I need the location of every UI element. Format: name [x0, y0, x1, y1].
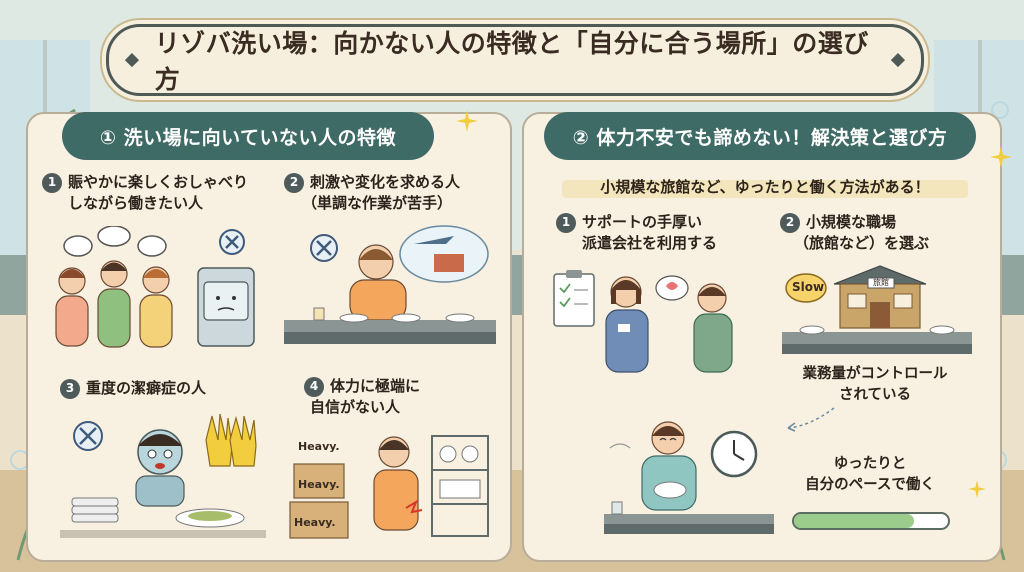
right-lead-text: 小規模な旅館など、ゆったりと働く方法がある！ [600, 178, 930, 196]
pace-note: ゆったりと 自分のペースで働く [790, 454, 950, 496]
page-title: リゾバ洗い場：向かない人の特徴と「自分に合う場所」の選び方 [154, 29, 869, 94]
workload-note-line1: 業務量がコントロール [802, 366, 948, 382]
right-item-2: 2 小規模な職場 （旅館など）を選ぶ [780, 212, 929, 254]
speech-bubble-icon [63, 226, 167, 257]
item-number: 3 [60, 378, 80, 399]
box-label: Heavy. [298, 440, 340, 453]
slow-sign-icon [785, 273, 827, 303]
heavy-boxes-illustration [289, 435, 489, 539]
left-item-4-title2: 自信がない人 [310, 398, 401, 416]
ryokan-sign-label: 旅館 [873, 278, 889, 287]
item-number: 1 [42, 172, 62, 193]
dashed-arrow-icon [787, 407, 835, 432]
right-item-2-title2: （旅館など）を選ぶ [794, 234, 930, 252]
diamond-ornament-icon [891, 53, 906, 67]
rubber-gloves-icon [205, 413, 257, 467]
left-item-1-title2: しながら働きたい人 [68, 194, 204, 212]
item-number: 2 [284, 172, 304, 193]
slow-sign-label: Slow [791, 280, 825, 294]
left-item-4-title: 体力に極端に [330, 377, 421, 395]
right-item-1: 1 サポートの手厚い 派遣会社を利用する [556, 212, 717, 254]
relaxed-worker-illustration [604, 421, 774, 534]
left-item-1-title: 賑やかに楽しくおしゃべり [68, 173, 249, 191]
chatting-people-illustration [55, 226, 255, 348]
left-item-3-title: 重度の潔癖症の人 [86, 379, 207, 397]
left-item-3: 3 重度の潔癖症の人 [60, 378, 206, 399]
heart-hand-icon [655, 275, 689, 301]
sparkle-icon [990, 146, 1012, 168]
small-ryokan-illustration [782, 265, 972, 354]
right-item-2-title: 小規模な職場 [806, 213, 897, 231]
right-item-1-title: サポートの手厚い [582, 213, 703, 231]
left-item-2: 2 刺激や変化を求める人 （単調な作業が苦手） [284, 172, 460, 214]
staffing-support-illustration [553, 270, 733, 373]
x-mark-icon [219, 229, 245, 255]
box-label: Heavy. [294, 516, 336, 529]
left-item-4: 4 体力に極端に 自信がない人 [304, 376, 420, 418]
checklist-clipboard-icon [553, 270, 595, 327]
box-label: Heavy. [298, 478, 340, 491]
x-mark-icon [73, 421, 103, 451]
left-item-1: 1 賑やかに楽しくおしゃべり しながら働きたい人 [42, 172, 248, 214]
left-item-2-title2: （単調な作業が苦手） [302, 194, 453, 212]
workload-note: 業務量がコントロール されている [780, 364, 970, 406]
clean-freak-illustration [60, 413, 266, 538]
right-item-1-title2: 派遣会社を利用する [582, 234, 718, 252]
item-number: 2 [780, 212, 800, 233]
right-section-heading: ② 体力不安でも諦めない！解決策と選び方 [544, 112, 976, 160]
pace-note-line2: 自分のペースで働く [805, 477, 935, 493]
diamond-ornament-icon [124, 53, 139, 67]
x-mark-icon [310, 234, 338, 262]
bored-worker-illustration [284, 225, 496, 344]
item-number: 1 [556, 212, 576, 233]
lead-highlight [562, 180, 968, 198]
dish-rack-icon [431, 435, 489, 537]
left-item-2-title: 刺激や変化を求める人 [310, 173, 461, 191]
thought-bubble-icon [399, 225, 489, 283]
title-banner: リゾバ洗い場：向かない人の特徴と「自分に合う場所」の選び方 [106, 24, 924, 96]
sparkle-icon [968, 480, 986, 498]
workload-note-line2: されている [838, 387, 912, 403]
sparkle-icon [456, 110, 478, 132]
left-section-heading: ① 洗い場に向いていない人の特徴 [62, 112, 434, 160]
pace-note-line1: ゆったりと [833, 456, 907, 472]
clock-icon [710, 430, 758, 478]
item-number: 4 [304, 376, 324, 397]
pace-progress-fill [794, 514, 915, 528]
pace-progress-bar [792, 512, 950, 530]
